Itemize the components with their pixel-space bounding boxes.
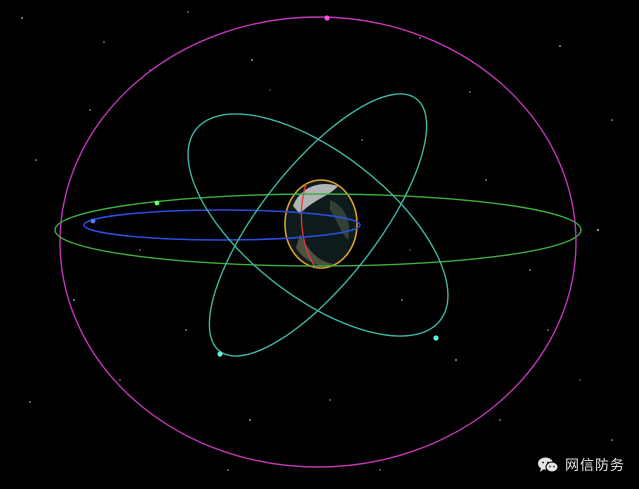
earth-globe [284, 179, 358, 269]
inclined-orbit-b [208, 93, 428, 357]
wechat-bubble-icon [538, 457, 559, 473]
equatorial-satellite [154, 200, 160, 206]
starfield [21, 11, 613, 471]
low-orbit-satellite [90, 218, 96, 224]
low-orbit [83, 209, 361, 241]
polar-satellite [324, 15, 330, 21]
watermark-text: 网信防务 [565, 458, 625, 474]
inclined-orbit-a [187, 113, 449, 337]
polar-orbit [59, 16, 577, 468]
equatorial-orbit [54, 193, 582, 267]
watermark: 网信防务 [537, 455, 625, 475]
inclined-b-satellite [217, 351, 223, 357]
inclined-a-satellite [433, 335, 439, 341]
